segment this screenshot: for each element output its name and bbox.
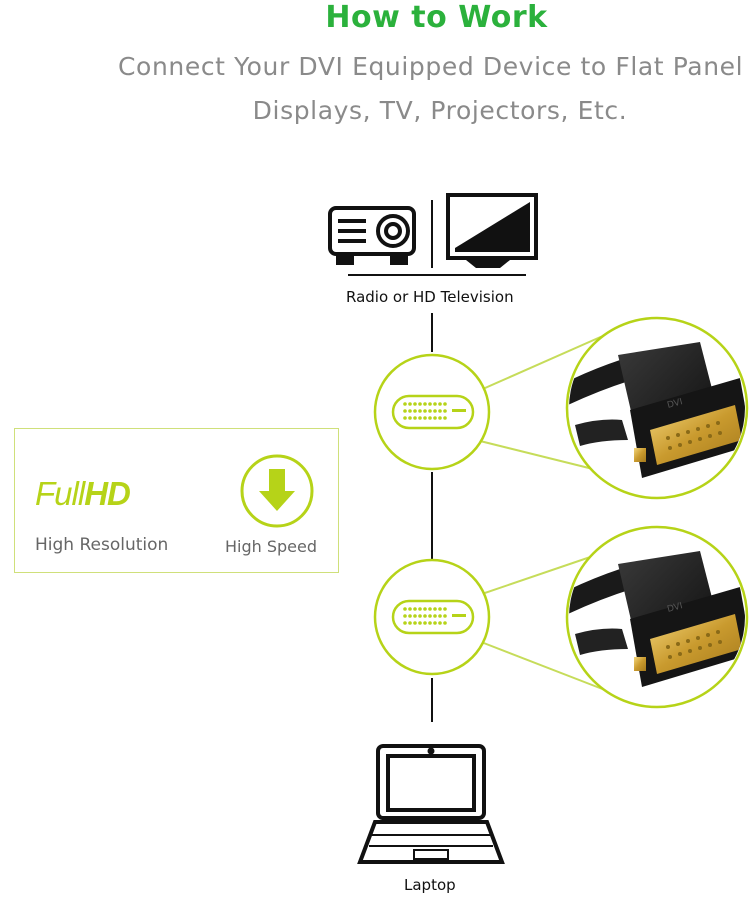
connector-badge-1 bbox=[373, 334, 606, 473]
subtitle-line-1: Connect Your DVI Equipped Device to Flat… bbox=[118, 52, 744, 81]
feature-box: FullHD High Resolution High Speed bbox=[14, 428, 339, 573]
dvi-plug-photo-1: DVI bbox=[565, 316, 749, 500]
dvi-plug-photo-2: DVI bbox=[565, 525, 749, 709]
dvi-label-1: DVI bbox=[666, 397, 684, 411]
subtitle-line-2: Displays, TV, Projectors, Etc. bbox=[252, 96, 628, 125]
top-device-label: Radio or HD Television bbox=[346, 288, 514, 306]
download-arrow-icon bbox=[240, 454, 314, 528]
page-title: How to Work bbox=[325, 0, 548, 35]
bottom-device-label: Laptop bbox=[404, 876, 456, 894]
fullhd-logo: FullHD bbox=[35, 475, 131, 513]
laptop-icon bbox=[357, 744, 505, 864]
dvi-label-2: DVI bbox=[666, 601, 684, 615]
television-icon bbox=[446, 193, 538, 268]
high-speed-label: High Speed bbox=[225, 537, 318, 556]
fullhd-logo-hd: HD bbox=[84, 475, 131, 512]
projector-icon bbox=[328, 206, 416, 265]
connector-badge-2 bbox=[373, 551, 606, 691]
high-resolution-label: High Resolution bbox=[35, 535, 169, 555]
fullhd-logo-full: Full bbox=[35, 475, 85, 512]
